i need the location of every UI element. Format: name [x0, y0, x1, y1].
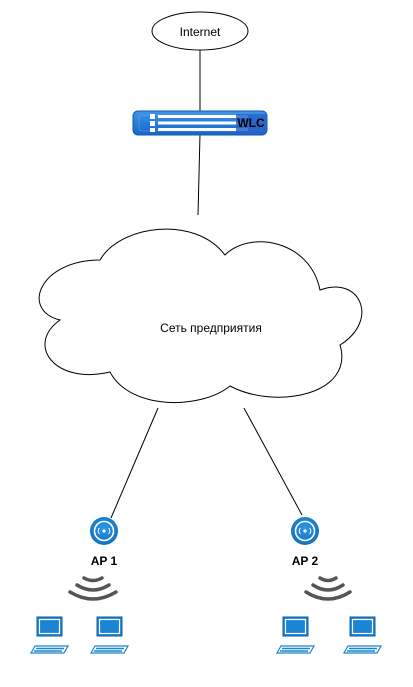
wifi-signal-icon: [304, 576, 352, 601]
link-wlc-network: [197, 133, 201, 216]
laptop-icon[interactable]: [89, 616, 130, 654]
wlc-label: WLC: [237, 116, 265, 130]
enterprise-network-node[interactable]: Сеть предприятия: [38, 228, 363, 404]
internet-ellipse: [151, 11, 249, 51]
internet-node[interactable]: Internet: [151, 11, 249, 51]
link-network-ap2: [243, 407, 303, 516]
cloud-shape: [38, 228, 363, 404]
network-label: Сеть предприятия: [160, 321, 262, 335]
clients: [29, 616, 383, 654]
ap1-label: AP 1: [91, 554, 118, 568]
link-network-ap1: [110, 407, 159, 519]
laptop-icon[interactable]: [275, 616, 316, 654]
wlc-node[interactable]: WLC: [132, 110, 268, 136]
ap1-node[interactable]: AP 1: [90, 517, 118, 568]
wifi-signal-icon: [68, 576, 118, 601]
laptop-icon[interactable]: [342, 616, 383, 654]
laptop-icon[interactable]: [29, 616, 70, 654]
ap2-label: AP 2: [292, 554, 319, 568]
access-point-icon: [291, 517, 319, 545]
ap2-node[interactable]: AP 2: [291, 517, 319, 568]
wlc-controller-icon: [132, 110, 268, 136]
internet-label: Internet: [180, 25, 221, 39]
connections: [110, 50, 303, 519]
access-point-icon: [90, 517, 118, 545]
